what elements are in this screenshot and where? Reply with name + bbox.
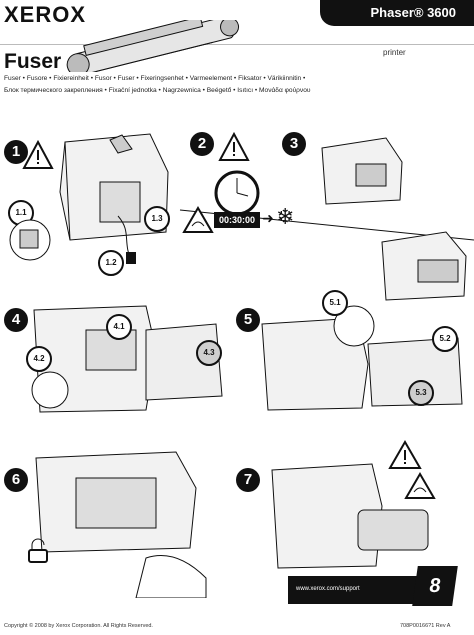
fuser-release-illustration [261,305,463,411]
snowflake-icon: ❄ [276,204,295,229]
step-4-badge: 4 [4,308,28,332]
page-title: Fuser [4,50,62,73]
fuser-removal-illustration [35,451,207,598]
translations-line-2: Блок термического закрепления • Fixační … [4,87,311,94]
warning-icon [22,140,54,169]
brand-logo: XEROX [4,2,87,27]
lever-detail [31,371,69,409]
page-number: 8 [412,566,458,606]
category-label: printer [383,48,406,57]
copyright-text: Copyright © 2008 by Xerox Corporation. A… [4,623,153,629]
step-5-3-callout: 5.3 [408,380,434,406]
fuser-extracted-illustration [271,463,429,569]
cooldown-timer: 00:30:00 [214,212,260,228]
printer-rear-illustration [59,133,169,241]
step-5-1-callout: 5.1 [322,290,348,316]
step-4-3-callout: 4.3 [196,340,222,366]
step-7-badge: 7 [236,468,260,492]
hot-surface-icon [404,472,436,499]
warning-icon [388,440,422,469]
translations-line-1: Fuser • Fusore • Fixiereinheit • Fusor •… [4,75,306,82]
clock-icon [214,170,260,216]
header-rule [0,44,474,45]
padlock-icon [28,538,48,563]
printer-side-illustration-2 [381,231,467,301]
step-5-badge: 5 [236,308,260,332]
document-number: 708P00166?1 Rev A [400,623,451,629]
printer-side-illustration-1 [321,137,403,205]
model-name: Phaser® 3600 [370,5,456,20]
model-tab: Phaser® 3600 [320,0,474,26]
arrow-right-icon: ➜ [262,210,274,226]
step-1-2-callout: 1.2 [98,250,124,276]
fuser-illustration [66,20,240,72]
step-4-1-callout: 4.1 [106,314,132,340]
step-2-badge: 2 [190,132,214,156]
step-1-badge: 1 [4,140,28,164]
power-switch-detail [9,219,51,261]
step-1-3-callout: 1.3 [144,206,170,232]
step-5-2-callout: 5.2 [432,326,458,352]
step-3-badge: 3 [282,132,306,156]
warning-icon [218,132,250,161]
power-cord [117,215,136,264]
step-6-badge: 6 [4,468,28,492]
step-4-2-callout: 4.2 [26,346,52,372]
support-link[interactable]: www.xerox.com/support [296,586,360,592]
hot-surface-icon [182,206,214,233]
